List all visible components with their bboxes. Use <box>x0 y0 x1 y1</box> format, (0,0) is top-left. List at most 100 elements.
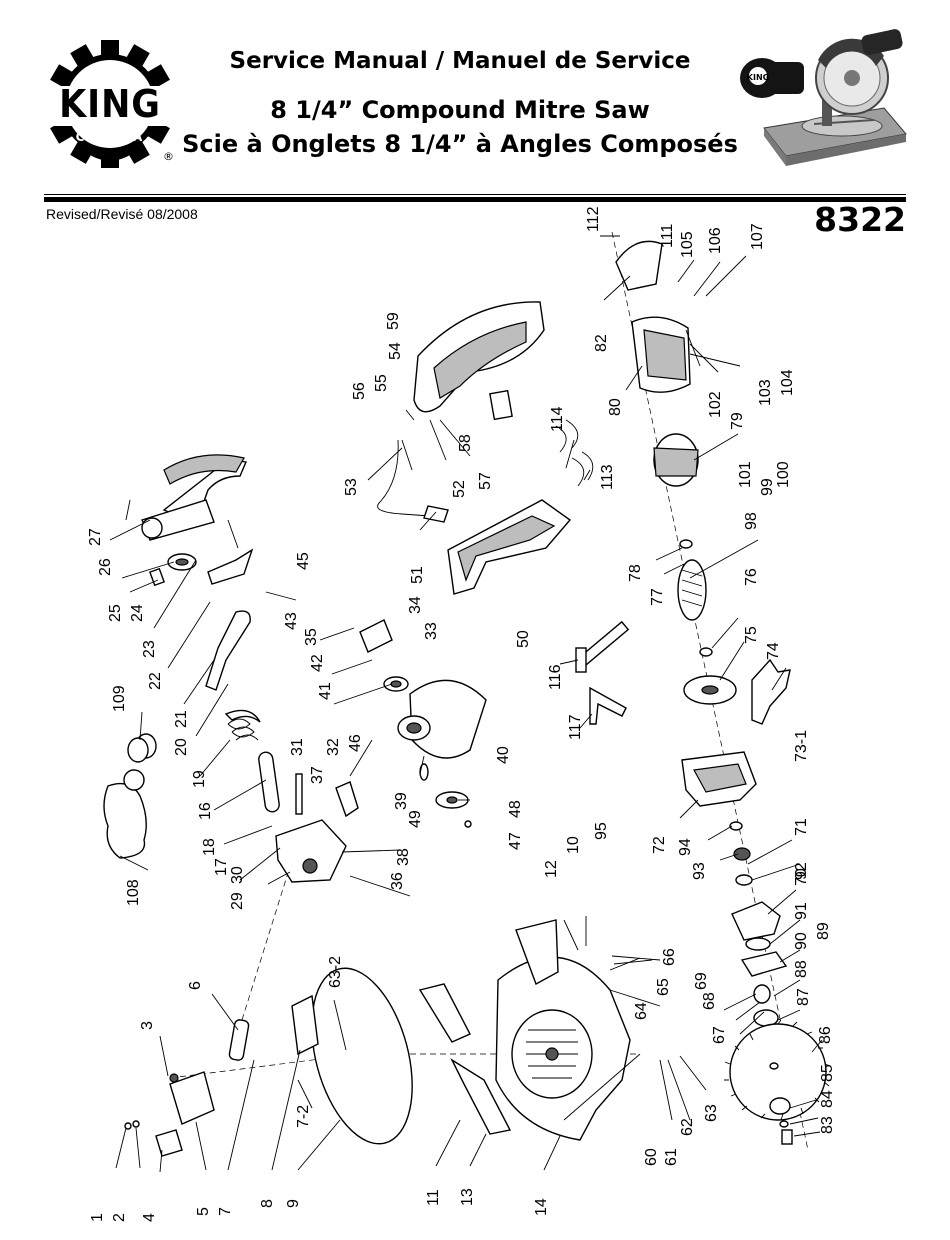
part-label: 43 <box>283 612 300 630</box>
header-rule-thick <box>44 197 906 202</box>
part-label: 67 <box>711 1026 728 1044</box>
part-label: 61 <box>663 1148 680 1166</box>
part-label: 94 <box>677 838 694 856</box>
part-label: 73-1 <box>793 730 810 762</box>
part-label: 48 <box>507 800 524 818</box>
part-label: 109 <box>111 685 128 712</box>
part-label: 40 <box>495 746 512 764</box>
part-label: 4 <box>141 1213 158 1222</box>
registered-mark: ® <box>163 150 174 163</box>
document-header: KING CANADA ® Service Manual / Manuel de… <box>0 0 950 239</box>
part-label: 98 <box>743 512 760 530</box>
part-label: 55 <box>373 374 390 392</box>
part-label: 2 <box>111 1213 128 1222</box>
part-number-labels: 1 2 3 4 5 6 7 7-2 8 9 10 11 12 13 14 16 … <box>87 206 836 1222</box>
part-label: 5 <box>195 1207 212 1216</box>
part-label: 103 <box>757 379 774 406</box>
part-label: 6 <box>187 981 204 990</box>
header-rule-thin <box>44 194 906 195</box>
part-label: 12 <box>543 860 560 878</box>
part-label: 19 <box>191 770 208 788</box>
part-label: 58 <box>457 434 474 452</box>
part-label: 21 <box>173 710 190 728</box>
part-label: 23 <box>141 640 158 658</box>
king-canada-logo: KING CANADA ® <box>44 38 176 170</box>
part-label: 56 <box>351 382 368 400</box>
part-label: 54 <box>387 342 404 360</box>
part-label: 105 <box>679 231 696 258</box>
part-label: 41 <box>317 682 334 700</box>
part-label: 25 <box>107 604 124 622</box>
part-label: 20 <box>173 738 190 756</box>
part-label: 16 <box>197 802 214 820</box>
part-label: 65 <box>655 978 672 996</box>
part-label: 117 <box>567 714 584 740</box>
part-label: 1 <box>89 1213 106 1222</box>
part-label: 74 <box>765 642 782 660</box>
part-label: 77 <box>649 588 666 606</box>
part-label: 30 <box>229 866 246 884</box>
part-label: 24 <box>129 604 146 622</box>
part-label: 3 <box>139 1021 156 1030</box>
part-label: 91 <box>793 902 810 920</box>
part-label: 75 <box>743 626 760 644</box>
part-label: 57 <box>477 472 494 490</box>
part-label: 50 <box>515 630 532 648</box>
part-label: 52 <box>451 480 468 498</box>
part-label: 78 <box>627 564 644 582</box>
part-label: 100 <box>775 461 792 488</box>
part-label: 7 <box>217 1207 234 1216</box>
part-label: 53 <box>343 478 360 496</box>
part-label: 13 <box>459 1188 476 1206</box>
part-label: 113 <box>599 464 616 490</box>
product-title-french: Scie à Onglets 8 1/4” à Angles Composés <box>182 130 738 158</box>
part-label: 85 <box>819 1064 836 1082</box>
part-label: 64 <box>633 1002 650 1020</box>
part-label: 45 <box>295 552 312 570</box>
part-label: 63 <box>703 1104 720 1122</box>
part-label: 66 <box>661 948 678 966</box>
mitre-saw-photo: KING <box>734 16 910 188</box>
part-label: 38 <box>395 848 412 866</box>
part-label: 27 <box>87 528 104 546</box>
part-label: 114 <box>549 406 566 432</box>
part-label: 68 <box>701 992 718 1010</box>
model-number: 8322 <box>814 200 906 239</box>
part-label: 101 <box>737 461 754 488</box>
part-label: 76 <box>743 568 760 586</box>
part-label: 79 <box>729 412 746 430</box>
part-label: 46 <box>347 734 364 752</box>
part-label: 80 <box>607 398 624 416</box>
photo-badge-text: KING <box>747 73 769 82</box>
part-label: 14 <box>533 1198 550 1216</box>
part-label: 71 <box>793 818 810 836</box>
part-label: 84 <box>819 1090 836 1108</box>
part-label: 108 <box>125 879 142 906</box>
part-label: 26 <box>97 558 114 576</box>
part-label: 106 <box>707 227 724 254</box>
part-label: 93 <box>691 862 708 880</box>
part-label: 7-2 <box>295 1105 312 1128</box>
part-label: 116 <box>547 664 564 690</box>
part-label: 88 <box>793 960 810 978</box>
part-label: 9 <box>285 1199 302 1208</box>
part-label: 34 <box>407 596 424 614</box>
brand-subtitle: CANADA <box>75 130 145 144</box>
part-label: 86 <box>817 1026 834 1044</box>
part-label: 31 <box>289 738 306 756</box>
part-label: 22 <box>147 672 164 690</box>
part-label: 87 <box>795 988 812 1006</box>
part-label: 42 <box>309 654 326 672</box>
part-label: 17 <box>213 858 230 876</box>
part-label: 51 <box>409 566 426 584</box>
manual-title: Service Manual / Manuel de Service <box>229 48 691 74</box>
part-label: 63-2 <box>327 956 344 988</box>
part-label: 59 <box>385 312 402 330</box>
assembly-axes <box>169 231 809 1151</box>
leader-lines <box>109 235 823 1173</box>
product-title-english: 8 1/4” Compound Mitre Saw <box>270 96 650 124</box>
part-label: 10 <box>565 836 582 854</box>
part-label: 90 <box>793 932 810 950</box>
part-label: 33 <box>423 622 440 640</box>
part-label: 60 <box>643 1148 660 1166</box>
